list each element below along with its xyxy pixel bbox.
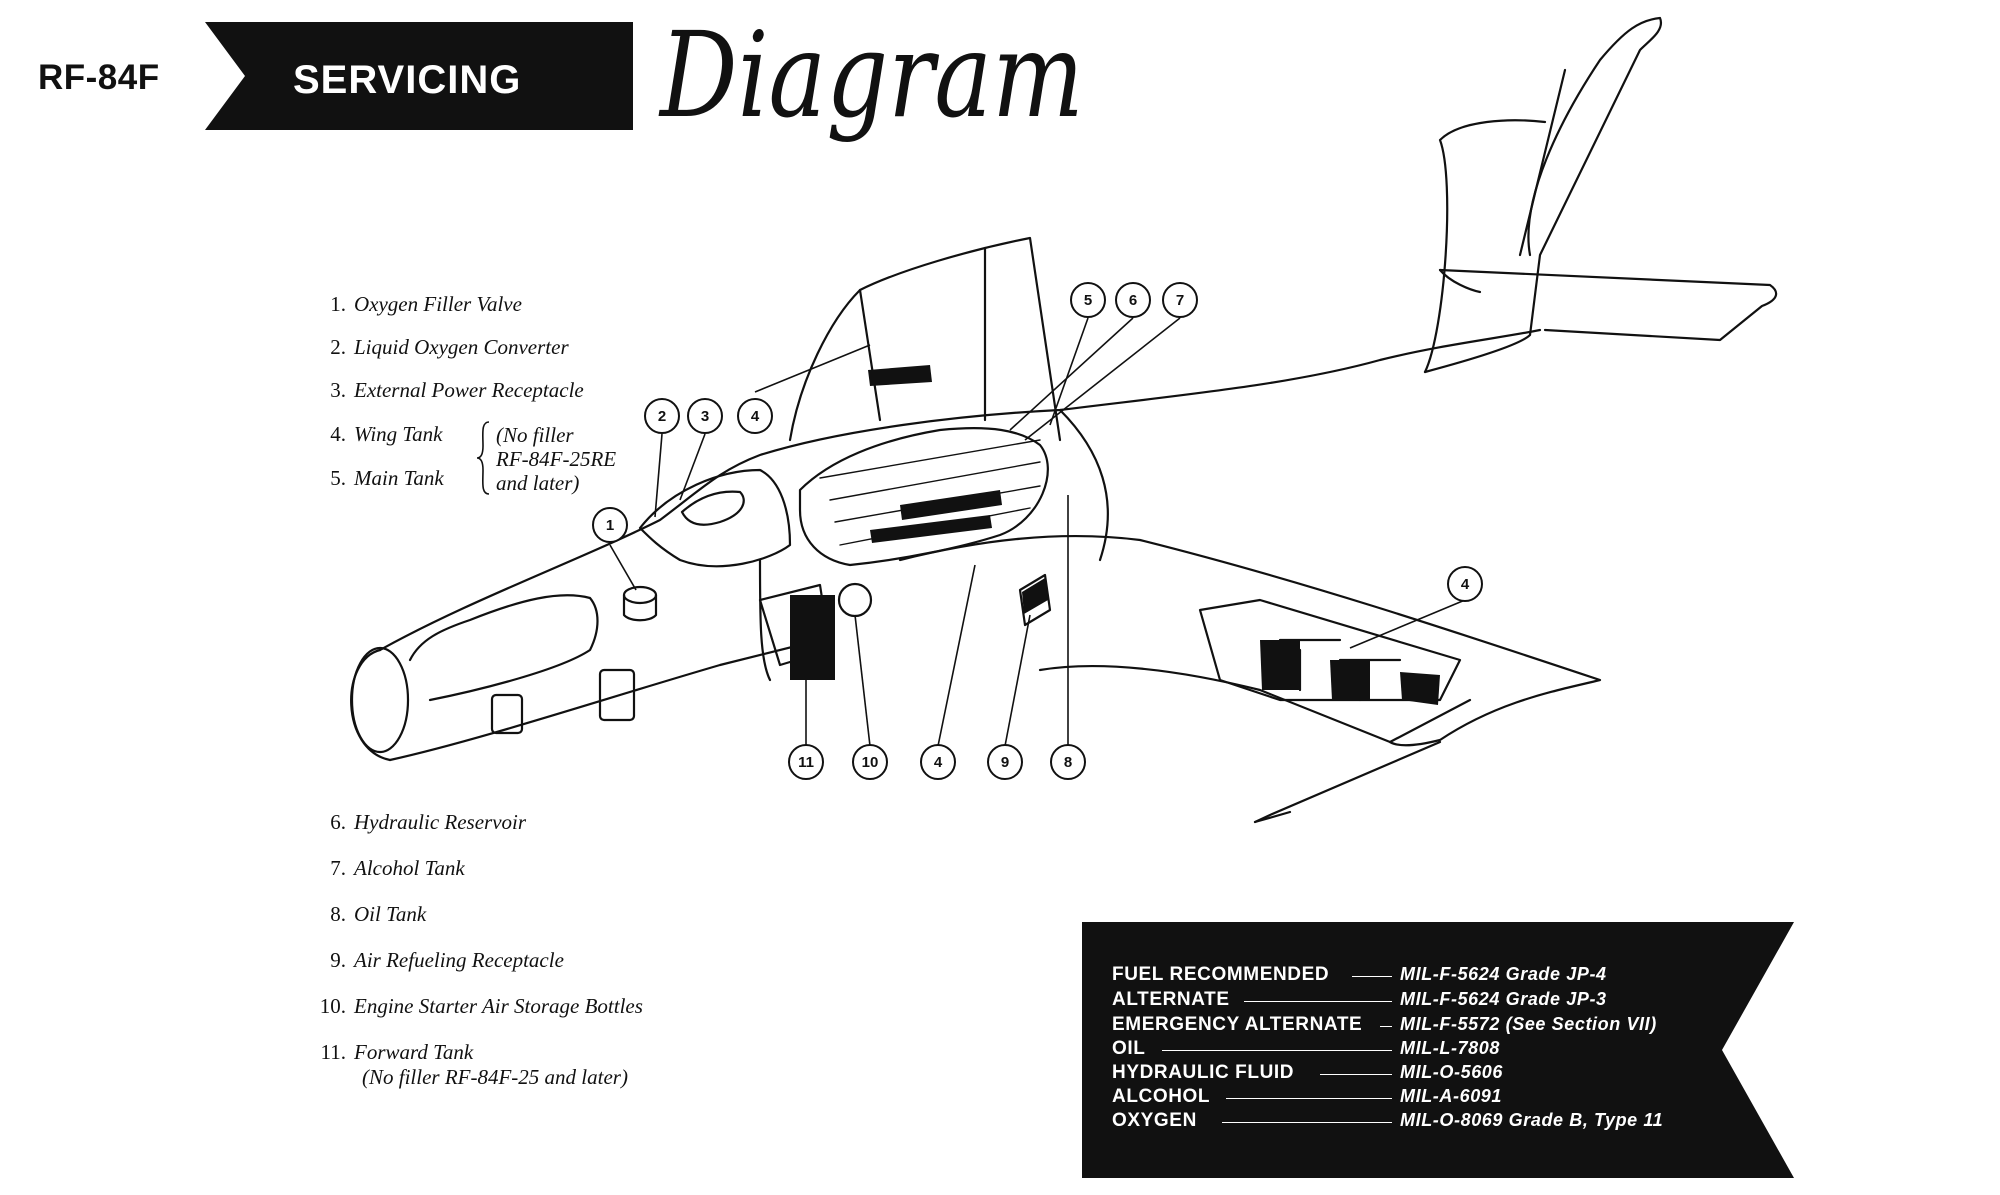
callout-4a-circle: [737, 398, 773, 434]
callout-3-circle: [687, 398, 723, 434]
spec-label: HYDRAULIC FLUID: [1112, 1062, 1295, 1083]
spec-leader: [1222, 1122, 1392, 1123]
tail-leading-edge: [1423, 119, 1547, 374]
callout-4b-circle: [1447, 566, 1483, 602]
callout-1: 1: [606, 517, 614, 534]
spec-label: ALTERNATE: [1112, 989, 1230, 1010]
callout-4c: 4: [934, 754, 943, 771]
callout-4b: 4: [1461, 576, 1470, 593]
callout-3: 3: [701, 408, 709, 425]
callout-7: 7: [1176, 292, 1184, 309]
legend-item-11-note: (No filler RF-84F-25 and later): [362, 1065, 628, 1089]
forward-tank-block: [790, 595, 835, 680]
callout-5-circle: [1070, 282, 1106, 318]
callout-9: 9: [1001, 754, 1009, 771]
callout-10: 10: [862, 754, 879, 771]
fuselage-top: [378, 328, 1542, 652]
legend-item-4: 4.Wing Tank: [330, 422, 443, 446]
banner-shape: [205, 22, 633, 130]
spec-value: MIL-F-5572 (See Section VII): [1400, 1014, 1657, 1034]
callout-2-circle: [644, 398, 680, 434]
spec-row-fuel: FUEL RECOMMENDED MIL-F-5624 Grade JP-4: [1082, 964, 1802, 988]
spec-row-alcohol: ALCOHOL MIL-A-6091: [1082, 1086, 1802, 1110]
spec-row-alternate: ALTERNATE MIL-F-5624 Grade JP-3: [1082, 989, 1802, 1013]
spec-row-oil: OIL MIL-L-7808: [1082, 1038, 1802, 1062]
legend-item-5: 5.Main Tank: [330, 466, 444, 490]
spec-leader: [1244, 1001, 1392, 1002]
tail-rudder-line: [1518, 68, 1567, 257]
legend-note-line-1: (No filler: [496, 423, 574, 447]
legend-item-8: 8.Oil Tank: [330, 902, 427, 926]
spec-row-emergency: EMERGENCY ALTERNATE MIL-F-5572 (See Sect…: [1082, 1014, 1802, 1038]
spec-value: MIL-L-7808: [1400, 1038, 1501, 1058]
spec-value: MIL-O-5606: [1400, 1062, 1504, 1082]
legend-note-line-2: RF-84F-25RE: [496, 447, 617, 471]
callout-8: 8: [1064, 754, 1072, 771]
spec-value: MIL-O-8069 Grade B, Type 11: [1400, 1110, 1664, 1130]
near-wing: [898, 534, 1602, 747]
legend-item-1: 1.Oxygen Filler Valve: [330, 292, 522, 316]
callout-10-circle: [852, 744, 888, 780]
camera-window-2: [598, 668, 636, 722]
legend-item-2: 2.Liquid Oxygen Converter: [330, 335, 569, 359]
spec-row-oxygen: OXYGEN MIL-O-8069 Grade B, Type 11: [1082, 1110, 1802, 1134]
legend-note-line-3: and later): [496, 471, 580, 495]
spec-leader: [1320, 1074, 1392, 1075]
legend-item-9: 9.Air Refueling Receptacle: [330, 948, 564, 972]
legend-brace: [476, 421, 490, 495]
spec-banner: [1082, 922, 1794, 1178]
legend-item-11: 11.Forward Tank: [320, 1040, 474, 1064]
spec-value: MIL-F-5624 Grade JP-4: [1400, 964, 1607, 984]
legend-item-10: 10.Engine Starter Air Storage Bottles: [319, 994, 643, 1018]
spec-leader: [1162, 1050, 1392, 1051]
callout-2: 2: [658, 408, 666, 425]
callout-9-circle: [987, 744, 1023, 780]
spec-leader: [1352, 976, 1392, 977]
callout-11: 11: [798, 754, 814, 771]
callout-6: 6: [1129, 292, 1137, 309]
legend-item-6: 6.Hydraulic Reservoir: [330, 810, 527, 834]
camera-window-1: [490, 693, 524, 735]
horizontal-stabilizer: [1438, 268, 1778, 342]
spec-label: FUEL RECOMMENDED: [1112, 964, 1330, 985]
spec-value: MIL-F-5624 Grade JP-3: [1400, 989, 1607, 1009]
spec-value: MIL-A-6091: [1400, 1086, 1503, 1106]
aircraft-model-label: RF-84F: [38, 58, 160, 97]
spec-leader: [1380, 1026, 1392, 1027]
nose-intake: [350, 648, 392, 762]
callout-1-circle: [592, 507, 628, 543]
diagram-script-title: Diagram: [660, 6, 1084, 144]
spec-label: EMERGENCY ALTERNATE: [1112, 1014, 1363, 1035]
callout-4a: 4: [751, 408, 760, 425]
legend-item-3: 3.External Power Receptacle: [330, 378, 584, 402]
title-banner: SERVICING: [205, 22, 633, 130]
wing-tank-blocks: [1198, 598, 1462, 702]
spec-row-hydraulic: HYDRAULIC FLUID MIL-O-5606: [1082, 1062, 1802, 1086]
spec-label: ALCOHOL: [1112, 1086, 1211, 1107]
callout-6-circle: [1115, 282, 1151, 318]
banner-title: SERVICING: [293, 58, 521, 102]
fuselage-bottom: [388, 638, 822, 762]
canopy: [638, 468, 792, 568]
callout-11-circle: [788, 744, 824, 780]
callout-8-circle: [1050, 744, 1086, 780]
callout-5: 5: [1084, 292, 1092, 309]
callout-7-circle: [1162, 282, 1198, 318]
pitot-boom: [1253, 740, 1442, 824]
spec-label: OXYGEN: [1112, 1110, 1197, 1131]
legend-item-7: 7.Alcohol Tank: [330, 856, 465, 880]
spec-label: OIL: [1112, 1038, 1146, 1059]
spec-leader: [1226, 1098, 1392, 1099]
far-wing: [788, 236, 1062, 442]
vertical-tail: [1423, 16, 1663, 374]
cutaway-outline: [798, 427, 1049, 567]
callout-4c-circle: [920, 744, 956, 780]
